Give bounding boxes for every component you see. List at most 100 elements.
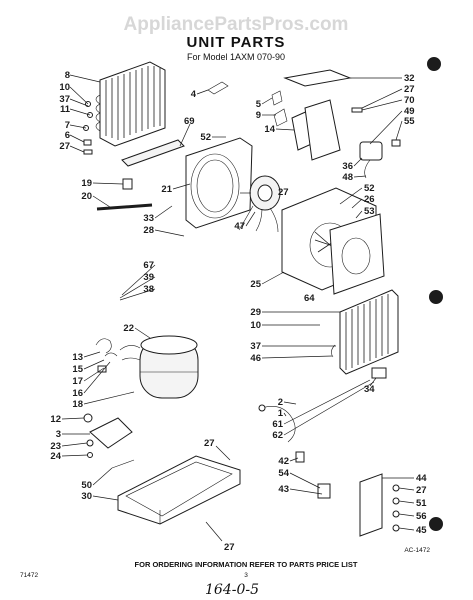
screw-70 — [351, 107, 363, 113]
callout-15: 15 — [72, 364, 83, 375]
callout-7: 7 — [65, 120, 70, 131]
callout-53: 53 — [364, 206, 375, 217]
condenser-shroud — [185, 137, 253, 229]
control-panel — [359, 473, 400, 537]
callout-45: 45 — [416, 525, 427, 536]
callout-20: 20 — [81, 191, 92, 202]
callout-55: 55 — [404, 116, 415, 127]
callout-62: 62 — [272, 430, 283, 441]
callout-3: 3 — [56, 429, 61, 440]
callout-47: 47 — [234, 221, 245, 232]
power-cord — [261, 406, 296, 443]
switch-knob-42 — [295, 451, 305, 463]
clip-9 — [273, 108, 288, 127]
base-pan — [117, 455, 241, 525]
capacitor — [359, 141, 383, 161]
callout-29: 29 — [250, 307, 261, 318]
grommet-block — [122, 178, 133, 190]
callout-43: 43 — [278, 484, 289, 495]
watermark-text: AppliancePartsPros.com — [124, 14, 349, 35]
callout-52: 52 — [200, 132, 211, 143]
callout-34: 34 — [364, 384, 375, 395]
callout-6: 6 — [65, 130, 70, 141]
callout-1: 1 — [278, 408, 284, 419]
clip-5 — [271, 90, 283, 106]
callout-21: 21 — [161, 184, 172, 195]
callout-46: 46 — [250, 353, 261, 364]
callout-54: 54 — [278, 468, 289, 479]
callout-26: 26 — [364, 194, 375, 205]
callout-4: 4 — [191, 89, 197, 100]
top-cover-strip — [283, 69, 352, 87]
capacitor-wire — [364, 159, 371, 179]
compressor-fittings — [95, 338, 118, 373]
callout-49: 49 — [404, 106, 415, 117]
evaporator-coil — [339, 289, 399, 375]
callout-32: 32 — [404, 73, 415, 84]
callout-48: 48 — [342, 172, 353, 183]
switch-54 — [317, 483, 331, 499]
callout-18: 18 — [72, 399, 83, 410]
washer-24 — [87, 452, 93, 458]
binder-hole-top — [427, 57, 441, 71]
callout-22: 22 — [123, 323, 134, 334]
drawing-code: AC-1472 — [404, 547, 430, 554]
callout-5: 5 — [256, 99, 262, 110]
callout-27: 27 — [278, 187, 289, 198]
callout-70: 70 — [404, 95, 415, 106]
thermostat-bulb — [371, 367, 387, 379]
rod-50 — [111, 459, 135, 469]
callout-27: 27 — [204, 438, 215, 449]
callout-52: 52 — [364, 183, 375, 194]
grommet-12 — [83, 413, 93, 423]
mount-bracket — [304, 99, 341, 161]
callout-13: 13 — [72, 352, 83, 363]
callout-44: 44 — [416, 473, 427, 484]
condenser-coil — [95, 61, 166, 147]
callout-50: 50 — [81, 480, 92, 491]
foam-seal-strip — [121, 139, 185, 167]
callout-37: 37 — [59, 94, 70, 105]
callout-25: 25 — [250, 279, 261, 290]
callout-labels: 8 10 37 11 7 6 27 4 5 9 69 52 14 32 27 7… — [50, 70, 427, 553]
clip-55 — [391, 139, 401, 147]
callout-42: 42 — [278, 456, 289, 467]
callout-9: 9 — [256, 110, 261, 121]
compressor — [119, 335, 199, 399]
fan-motor — [238, 175, 281, 233]
callout-8: 8 — [65, 70, 70, 81]
callout-39: 39 — [143, 272, 154, 283]
mounting-bracket-4 — [207, 81, 229, 95]
cord-plug — [258, 404, 266, 412]
compressor-mount-plate — [89, 417, 133, 449]
callout-51: 51 — [416, 498, 427, 509]
callout-27: 27 — [59, 141, 70, 152]
handwritten-note: 164-0-5 — [205, 582, 259, 598]
callout-30: 30 — [81, 491, 92, 502]
callout-69: 69 — [184, 116, 195, 127]
callout-24: 24 — [50, 451, 61, 462]
callout-16: 16 — [72, 388, 83, 399]
callout-36: 36 — [342, 161, 353, 172]
support-rod — [96, 203, 153, 211]
callout-37: 37 — [250, 341, 261, 352]
page-title: UNIT PARTS — [187, 34, 286, 51]
callout-56: 56 — [416, 511, 427, 522]
tube-clip-46 — [331, 344, 336, 358]
callout-28: 28 — [143, 225, 154, 236]
callout-10: 10 — [250, 320, 261, 331]
callout-33: 33 — [143, 213, 154, 224]
leader-lines — [61, 74, 415, 542]
callout-11: 11 — [60, 104, 71, 115]
binder-hole-bottom — [429, 517, 443, 531]
callout-38: 38 — [143, 284, 154, 295]
page-number: 3 — [244, 572, 248, 579]
callout-10: 10 — [59, 82, 70, 93]
binder-hole-middle — [429, 290, 443, 304]
callout-64: 64 — [304, 293, 315, 304]
callout-27: 27 — [404, 84, 415, 95]
callout-23: 23 — [50, 441, 61, 452]
callout-27: 27 — [224, 542, 235, 553]
callout-61: 61 — [272, 419, 283, 430]
